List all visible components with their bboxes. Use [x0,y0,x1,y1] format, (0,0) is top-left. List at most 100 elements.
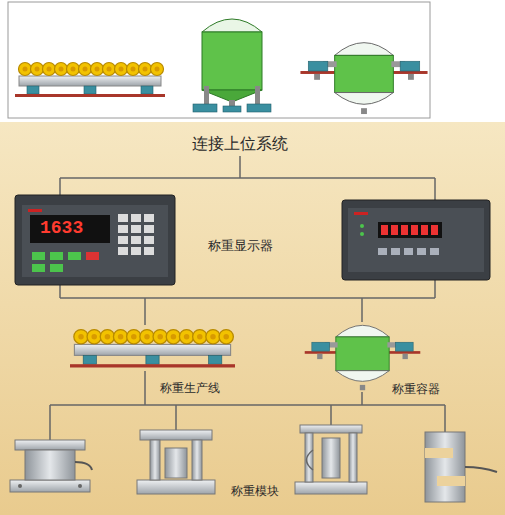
weighing-module-1-part [25,450,75,480]
s-type-load-cell-part [437,476,465,486]
weighing-display-left-part-part [118,247,128,255]
weighing-display-left-part [30,215,110,243]
weighing-module-3-part [300,425,362,433]
weighing-display-right-part-part [391,225,398,235]
weighing-display-right-part [381,225,438,235]
weighing-display-right [342,200,490,280]
weighing-display-right-part-part [391,248,400,255]
weighing-display-right-part [342,200,490,280]
weighing-display-left-part [118,214,154,255]
weighing-display-left-part-part [144,247,154,255]
weighing-module-3-part [307,450,314,470]
bus-lines-part [144,371,146,405]
bus-lines-part [361,392,363,405]
bus-lines-part [434,280,436,298]
bus-lines-part [59,285,61,298]
weighing-display-left-part-part [131,225,141,233]
bus-lines-part [49,405,51,440]
weighing-display-right-part-part [401,225,408,235]
top-panel [8,2,430,118]
weighing-display-left-part-part [131,214,141,222]
module-label: 称重模块 [231,484,279,499]
weighing-display-right-part [348,208,484,272]
weighing-display-right-part [354,212,368,215]
weighing-display-right-part-part [360,224,364,228]
bus-lines-part [144,298,146,325]
container-label: 称重容器 [392,382,440,397]
bus-lines-part [59,178,61,195]
top-panel-part [15,63,165,98]
weighing-module-3-part [322,438,340,478]
top-panel-part [193,19,271,112]
bus-lines-part [330,405,332,425]
weighing-display-left-part-part [131,247,141,255]
system-label: 连接上位系统 [192,134,288,154]
weighing-module-2-part [137,480,215,494]
weighing-display-right-part-part [421,225,428,235]
system-panel [0,122,505,515]
bus-lines-part [50,404,445,406]
line-label: 称重生产线 [160,381,220,396]
weighing-display-left-part-part [144,225,154,233]
weighing-display-left-part-part [50,252,63,260]
top-panel-part [8,2,430,118]
weighing-display-left-part-part [68,252,81,260]
top-panel-part [300,43,427,114]
weighing-display-left-part-part [131,236,141,244]
weighing-display-right-part-part [378,248,387,255]
weighing-display-left-part-part [144,236,154,244]
bus-lines-part [60,297,435,299]
weighing-display-left [15,195,175,285]
weighing-module-1-part [75,462,92,470]
system-panel-part [0,122,505,515]
weighing-display-left-part-part [118,236,128,244]
bus-lines-part [175,405,177,430]
weighing-module-3-part [295,482,367,494]
bus-lines-part [361,298,363,322]
weighing-display-right-part [360,224,364,236]
weighing-display-right-part-part [430,248,439,255]
bus-lines-part [60,177,435,179]
weighing-display-right-part-part [431,225,438,235]
weighing-display-left-part-part [32,264,45,272]
weighing-display-right-part [378,248,439,255]
weighing-display-left-part-part [32,252,45,260]
weighing-display-right-part [378,222,442,238]
bus-lines-part [434,178,436,200]
weighing-line-illustration-part [70,330,235,368]
weighing-container-illustration [305,325,421,390]
weighing-module-1 [10,440,92,492]
weighing-display-left-part [32,252,81,272]
weighing-display-right-part-part [411,225,418,235]
weighing-module-2-part [192,440,202,480]
weighing-display-left-part-part [118,225,128,233]
weighing-display-left-part [22,205,168,277]
weighing-display-right-part-part [360,232,364,236]
bus-lines-part [239,156,241,178]
weighing-display-left-part [86,252,99,260]
weighing-module-1-part [10,480,90,492]
weighing-display-left-part [15,195,175,285]
weighing-display-right-part-part [404,248,413,255]
weighing-display-right-part-part [417,248,426,255]
weighing-module-1-part [18,484,22,488]
display-reading: 1633 [40,218,83,238]
weighing-module-3-part [349,433,357,482]
weighing-module-1-part [78,484,82,488]
bus-lines-part [444,405,446,432]
weighing-display-left-part [28,209,42,212]
s-type-load-cell-part [465,467,497,472]
weighing-module-3 [295,425,367,494]
weighing-display-left-part-part [118,214,128,222]
weighing-module-2 [137,430,215,494]
s-type-load-cell-part [425,448,453,458]
weighing-display-left-part-part [144,214,154,222]
weighing-display-left-part-part [50,264,63,272]
s-type-load-cell-part [425,432,465,502]
weighing-display-right-part-part [381,225,388,235]
weighing-container-illustration-part [305,325,421,390]
s-type-load-cell [425,432,497,502]
weighing-module-2-part [165,448,187,478]
